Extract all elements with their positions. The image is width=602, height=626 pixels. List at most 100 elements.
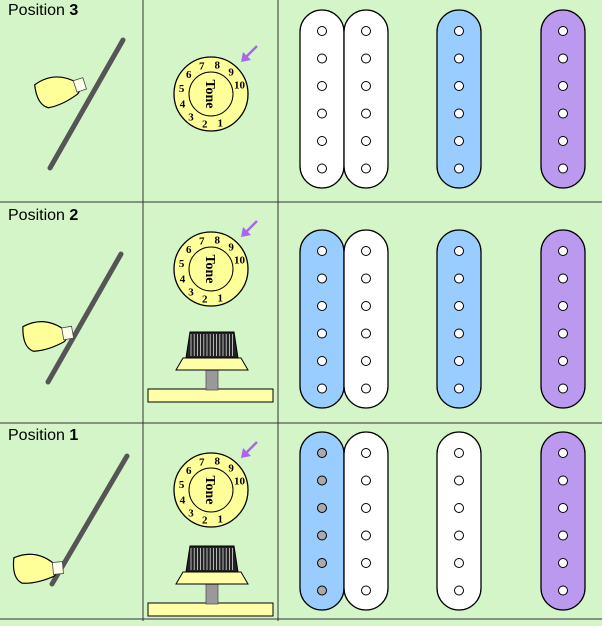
pole-piece [317,328,327,339]
dial-center [188,71,234,117]
dial-number: 5 [179,479,185,491]
pole-piece [558,356,568,366]
pick-holder [61,325,75,341]
switch-lever [34,37,126,171]
pointer-arrow-icon [241,441,258,458]
dial-number: 1 [218,118,224,130]
base-plate [147,388,274,403]
pole-piece [558,273,568,284]
knob-skirt [175,357,249,371]
pole-piece [317,448,327,458]
dial-number: 10 [234,255,246,267]
pole-piece [454,136,464,146]
knob-skirt [175,571,249,585]
guitar-pick-icon [12,553,64,584]
pole-piece [317,530,327,541]
dial-number: 7 [199,456,205,468]
dial-number: 2 [202,118,208,130]
pickup-icon [343,9,389,189]
pole-piece [558,448,568,458]
pointer-arrow-icon [241,220,258,237]
pole-piece [361,503,371,513]
dial-center [188,467,234,513]
dial-number: 3 [188,286,194,298]
pole-piece [558,530,568,541]
arrow-head [241,227,251,237]
knob-shaft [205,583,219,605]
pickup-icon [343,431,389,611]
pickup-body [540,9,586,189]
pick-body [12,553,59,584]
pole-piece [317,383,327,394]
lever-bar [49,453,130,587]
pole-piece [361,585,371,596]
pole-piece [454,26,464,36]
pickup-icon [540,9,586,189]
dial-number: 1 [218,293,224,305]
pole-piece [558,558,568,568]
pickup-body [343,9,389,189]
pole-piece [361,81,371,91]
pole-piece [317,475,327,486]
pickup-icon [436,431,482,611]
pickup-icon [299,9,345,189]
pick-holder [51,561,64,575]
pole-piece [317,53,327,64]
dial-number: 5 [179,83,185,95]
pole-piece [454,328,464,339]
pole-piece [558,503,568,513]
pickup-icon [299,229,345,409]
pole-piece [454,81,464,91]
pole-piece [558,328,568,339]
pole-piece [361,383,371,394]
pole-piece [454,383,464,394]
pole-piece [454,558,464,568]
lever-bar [45,251,124,385]
position-1-label: Position 1 [8,427,79,444]
pickup-body [540,229,586,409]
pickup-body [343,431,389,611]
pick-body [34,76,81,109]
pole-piece [317,356,327,366]
switch-lever [22,251,124,385]
knob-shaft [205,369,219,391]
pole-piece [558,301,568,311]
dial-number: 4 [180,494,186,506]
knob-icon [147,545,274,617]
pickup-body [436,229,482,409]
pole-piece [317,246,327,256]
dial-number: 7 [199,235,205,247]
pickup-icon [299,431,345,611]
pole-piece [317,558,327,568]
pole-piece [558,26,568,36]
pole-piece [454,163,464,174]
pick-holder [72,77,87,93]
dial-number: 3 [188,111,194,123]
pole-piece [558,475,568,486]
dial-number: 9 [228,67,234,79]
pole-piece [558,108,568,119]
pole-piece [361,301,371,311]
dial-number: 1 [218,514,224,526]
dial-center [188,246,234,292]
pole-piece [317,301,327,311]
pole-piece [454,585,464,596]
knob-cap [185,545,239,573]
pole-piece [361,328,371,339]
pole-piece [454,301,464,311]
pole-piece [454,448,464,458]
pole-piece [454,108,464,119]
pole-piece [317,585,327,596]
lever-bar [47,37,126,171]
pole-piece [454,530,464,541]
dial-number: 5 [179,258,185,270]
pole-piece [317,503,327,513]
pole-piece [361,246,371,256]
pickup-icon [540,431,586,611]
pole-piece [454,503,464,513]
pickup-icon [436,9,482,189]
